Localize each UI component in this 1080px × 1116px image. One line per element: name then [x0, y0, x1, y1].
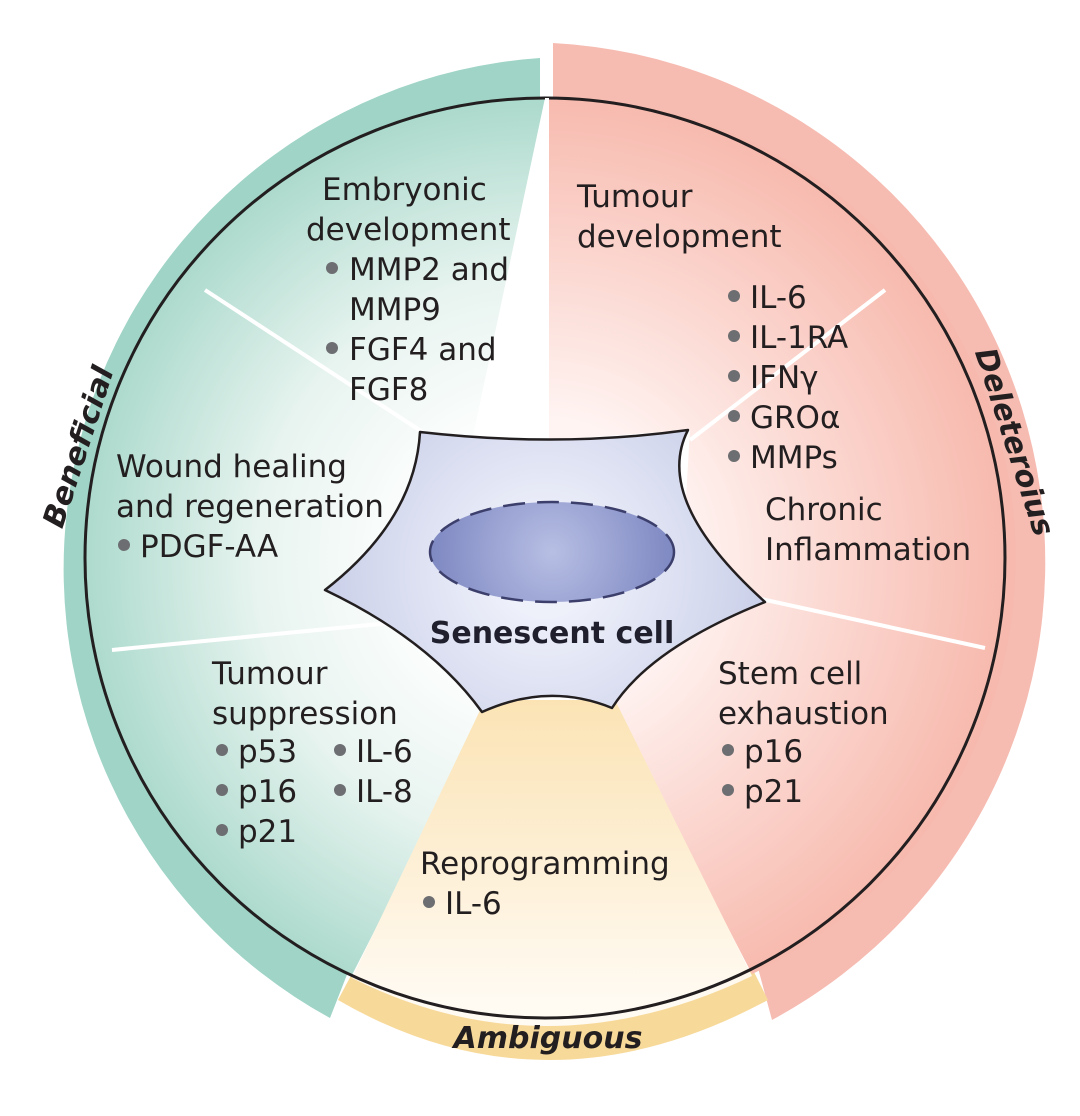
- tumour-dev-item-5: MMPs: [750, 440, 838, 476]
- tumour-dev-item-1: IL-6: [750, 280, 807, 316]
- suppression-item-p21: p21: [238, 814, 297, 850]
- suppression-item-p53: p53: [238, 734, 297, 770]
- stem-item-p21: p21: [744, 774, 803, 810]
- reprogramming-item-1: IL-6: [445, 886, 502, 922]
- bullet-dot: [728, 330, 740, 342]
- suppression-item-p16: p16: [238, 774, 297, 810]
- bullet-dot: [334, 744, 346, 756]
- embryonic-item-1b: MMP9: [349, 292, 441, 328]
- embryonic-item-1a: MMP2 and: [349, 252, 509, 288]
- ambiguous-region: [352, 700, 752, 1027]
- beneficial-region: [86, 98, 546, 975]
- embryonic-item-2b: FGF8: [349, 372, 428, 408]
- suppression-item-il8: IL-8: [356, 774, 413, 810]
- sector-wound-healing: Wound healing and regeneration PDGF-AA: [116, 449, 384, 565]
- embryonic-title-1: Embryonic: [322, 172, 487, 208]
- sector-tumour-development: Tumour development IL-6 IL-1RA IFNγ GROα…: [576, 179, 848, 476]
- tumour-dev-title-2: development: [577, 219, 782, 255]
- tumour-dev-item-3: IFNγ: [750, 360, 819, 396]
- tumour-dev-item-4: GROα: [750, 400, 840, 436]
- tumour-dev-title-1: Tumour: [576, 179, 693, 215]
- sector-reprogramming: Reprogramming IL-6: [420, 846, 670, 922]
- stem-title-2: exhaustion: [718, 696, 889, 732]
- wound-title-2: and regeneration: [116, 489, 384, 525]
- bullet-dot: [728, 290, 740, 302]
- bullet-dot: [216, 744, 228, 756]
- bullet-dot: [216, 824, 228, 836]
- stem-title-1: Stem cell: [718, 656, 862, 692]
- bullet-dot: [423, 896, 435, 908]
- chronic-title-1: Chronic: [765, 492, 883, 528]
- chronic-title-2: Inflammation: [765, 532, 971, 568]
- suppression-item-il6: IL-6: [356, 734, 413, 770]
- suppression-title-1: Tumour: [211, 656, 328, 692]
- sector-dividers: [111, 98, 986, 652]
- bullet-dot: [722, 784, 734, 796]
- ambiguous-label: Ambiguous: [452, 1021, 643, 1056]
- bullet-dot: [326, 262, 338, 274]
- sector-embryonic-development: Embryonic development MMP2 and MMP9 FGF4…: [306, 172, 511, 408]
- sector-tumour-suppression: Tumour suppression p53 p16 p21 IL-6 IL-8: [211, 656, 413, 850]
- ambiguous-ring: [338, 968, 768, 1060]
- nucleus: [428, 500, 676, 604]
- bullet-dot: [728, 410, 740, 422]
- embryonic-item-2a: FGF4 and: [349, 332, 497, 368]
- reprogramming-title: Reprogramming: [420, 846, 670, 882]
- suppression-title-2: suppression: [212, 696, 398, 732]
- tumour-dev-item-2: IL-1RA: [750, 320, 848, 356]
- bullet-dot: [326, 342, 338, 354]
- bullet-dot: [728, 370, 740, 382]
- bullet-dot: [334, 784, 346, 796]
- wound-item-1: PDGF-AA: [140, 529, 278, 565]
- wound-title-1: Wound healing: [116, 449, 347, 485]
- bullet-dot: [728, 450, 740, 462]
- embryonic-title-2: development: [306, 212, 511, 248]
- deleterious-region: [549, 97, 1016, 975]
- stem-item-p16: p16: [744, 734, 803, 770]
- sector-chronic-inflammation: Chronic Inflammation: [765, 492, 971, 568]
- bullet-dot: [216, 784, 228, 796]
- center-label: Senescent cell: [430, 616, 674, 651]
- bullet-dot: [722, 744, 734, 756]
- sector-stem-cell-exhaustion: Stem cell exhaustion p16 p21: [718, 656, 889, 810]
- bullet-dot: [118, 539, 130, 551]
